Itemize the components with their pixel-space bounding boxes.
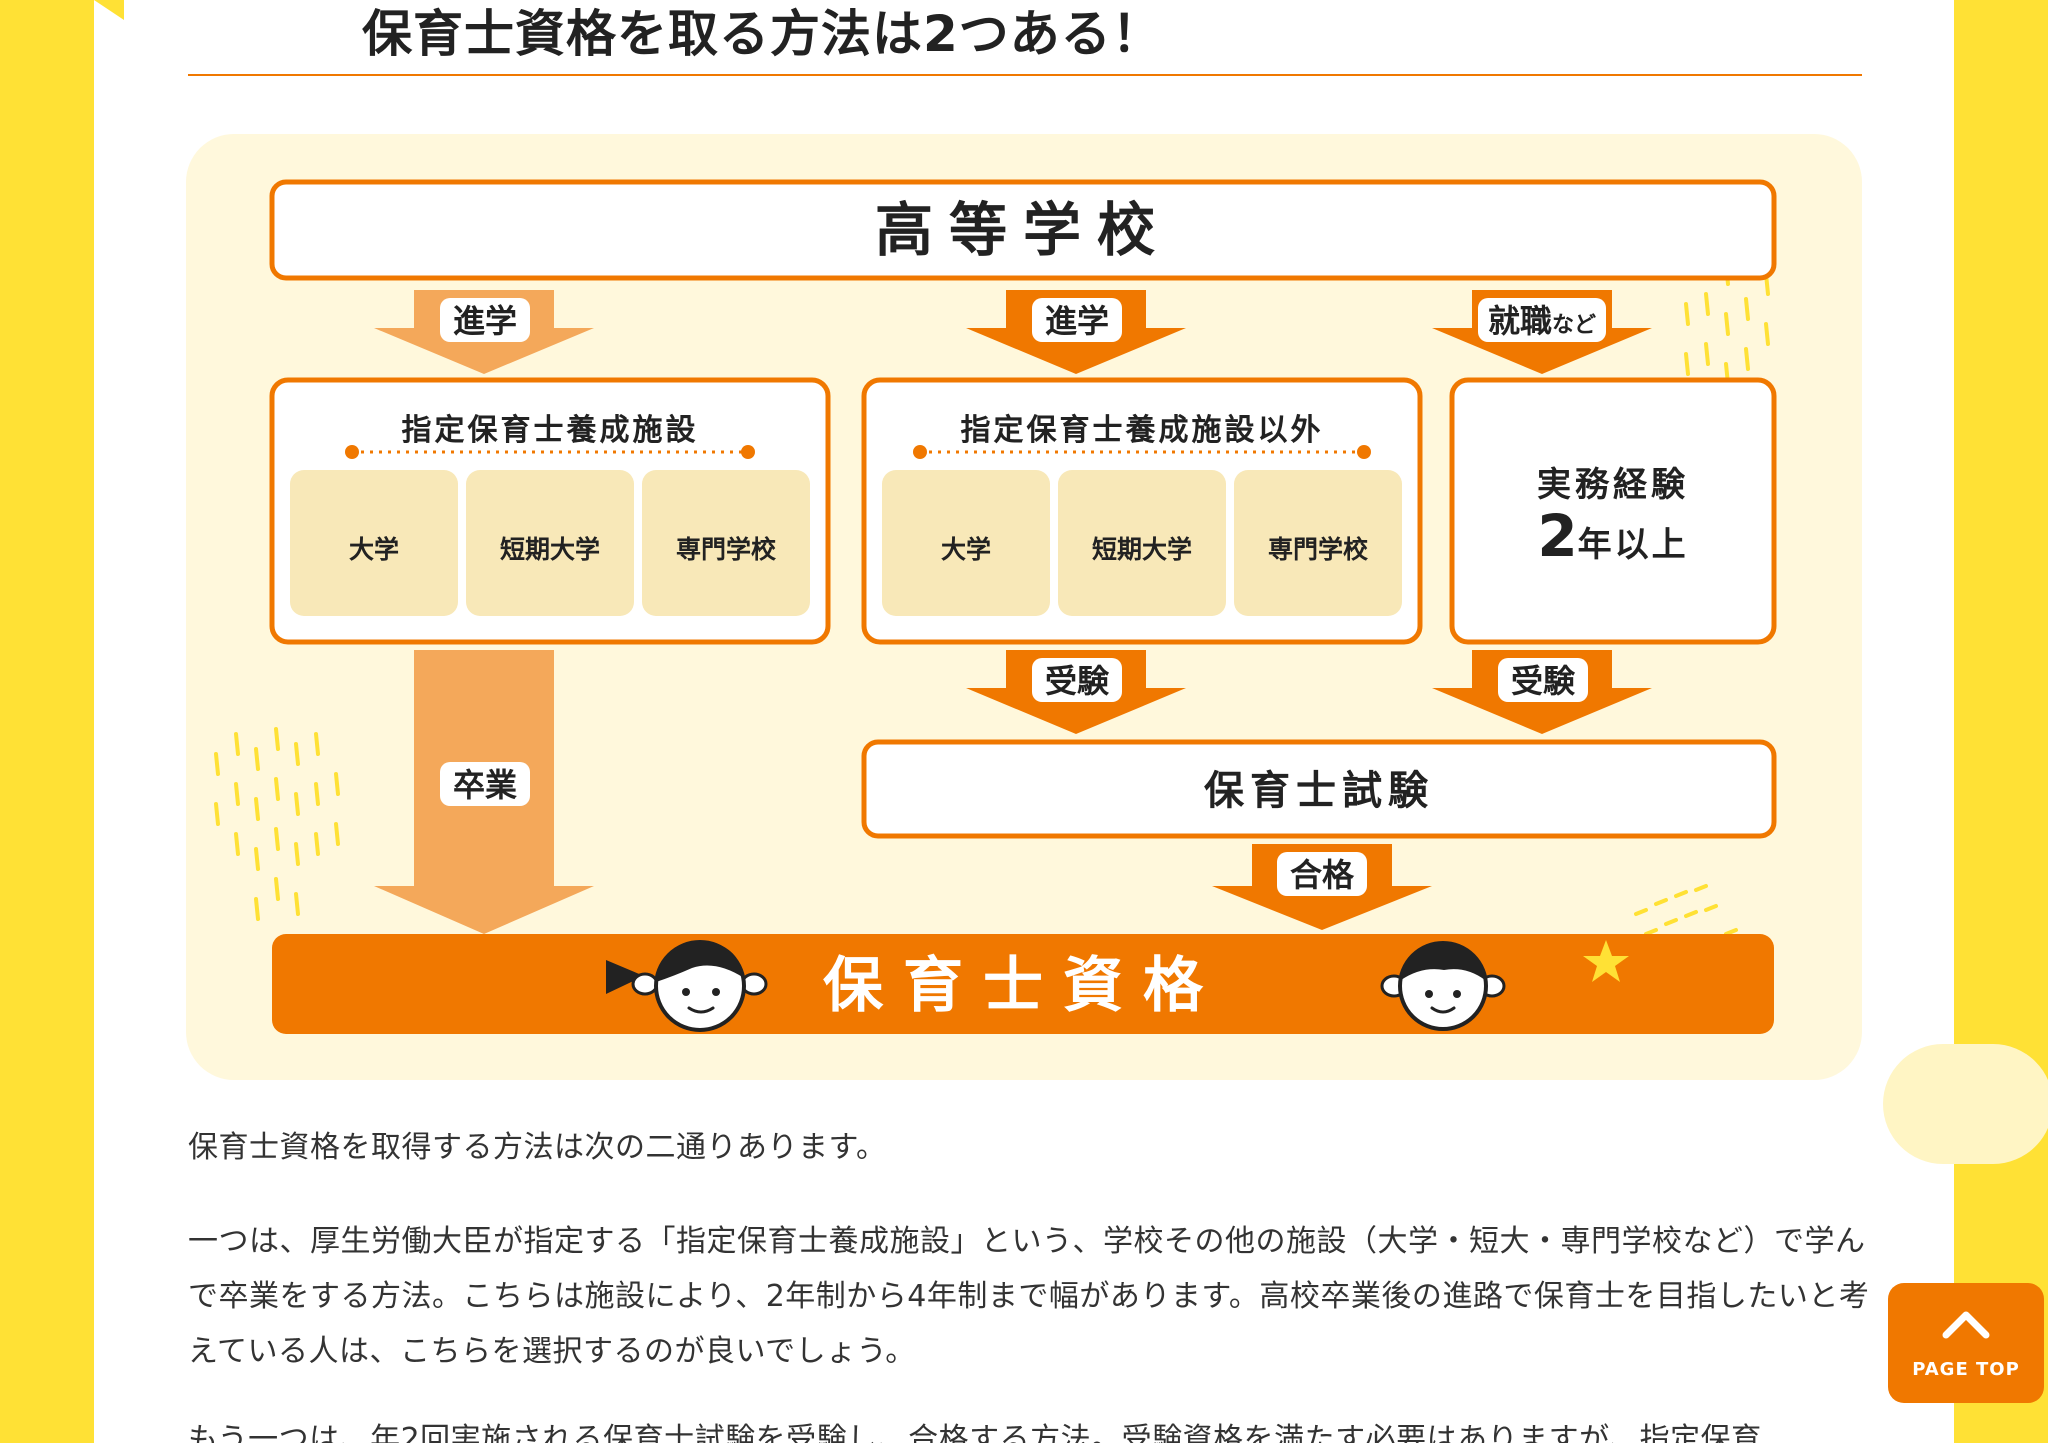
qualification-path-diagram: 高等学校 進学 進学 就職など 指定保育士養成施設 大学 短期大学 専: [186, 134, 1862, 1080]
designated-item-label: 大学: [349, 535, 399, 564]
non-designated-item: [1058, 470, 1226, 616]
chevron-up-icon: [1942, 1311, 1990, 1339]
arrow-employment-label: 就職など: [1488, 302, 1596, 340]
designated-facility-title: 指定保育士養成施設: [402, 413, 699, 448]
section-heading: 保育士資格を取る方法は2つある！: [362, 5, 1163, 63]
non-designated-item-label: 短期大学: [1092, 535, 1192, 564]
non-designated-facility-title: 指定保育士養成施設以外: [961, 413, 1324, 448]
non-designated-item: [1234, 470, 1402, 616]
deco-dashes-left: [214, 727, 340, 921]
girl-face-icon: [606, 940, 768, 1032]
arrow-graduate-label: 卒業: [453, 766, 517, 804]
arrow-advance-label-1: 進学: [453, 302, 517, 340]
article-page: 保育士資格を取る方法は2つある！: [94, 0, 1954, 1443]
arrow-pass-label: 合格: [1290, 856, 1355, 894]
high-school-box: [269, 179, 1777, 281]
paragraph-intro: 保育士資格を取得する方法は次の二通りあります。: [188, 1130, 887, 1165]
work-experience-label: 実務経験: [1537, 465, 1689, 505]
designated-item: [290, 470, 458, 616]
paragraph-method-1: 一つは、厚生労働大臣が指定する「指定保育士養成施設」という、学校その他の施設（大…: [188, 1224, 1870, 1369]
qualification-result-bar: [272, 934, 1774, 1034]
childcare-exam-label: 保育士試験: [1204, 768, 1434, 814]
designated-item: [466, 470, 634, 616]
arrow-exam-label-1: 受験: [1045, 662, 1110, 700]
high-school-label: 高等学校: [875, 196, 1171, 264]
paragraph-method-2: もう一つは、年2回実施される保育士試験を受験し、合格する方法。受験資格を満たす必…: [188, 1422, 1762, 1443]
boy-face-icon: [1380, 941, 1506, 1031]
star-icon: [1583, 940, 1629, 982]
heading-accent-mark: [94, 0, 124, 20]
non-designated-item-label: 専門学校: [1268, 535, 1369, 564]
heading-underline: [188, 74, 1862, 76]
childcare-exam-box: [861, 739, 1777, 839]
designated-item-label: 短期大学: [500, 535, 600, 564]
non-designated-item: [882, 470, 1050, 616]
work-experience-duration: 2年以上: [1537, 502, 1688, 570]
designated-item-label: 専門学校: [676, 535, 777, 564]
deco-circle: [1883, 1044, 2048, 1164]
page-top-label: PAGE TOP: [1912, 1359, 2020, 1380]
work-experience-box: [1449, 377, 1777, 645]
qualification-result-label: 保育士資格: [823, 951, 1223, 1021]
arrow-exam-label-2: 受験: [1511, 662, 1576, 700]
arrow-advance-label-2: 進学: [1045, 302, 1109, 340]
non-designated-item-label: 大学: [941, 535, 991, 564]
designated-item: [642, 470, 810, 616]
page-top-button[interactable]: PAGE TOP: [1888, 1283, 2044, 1403]
